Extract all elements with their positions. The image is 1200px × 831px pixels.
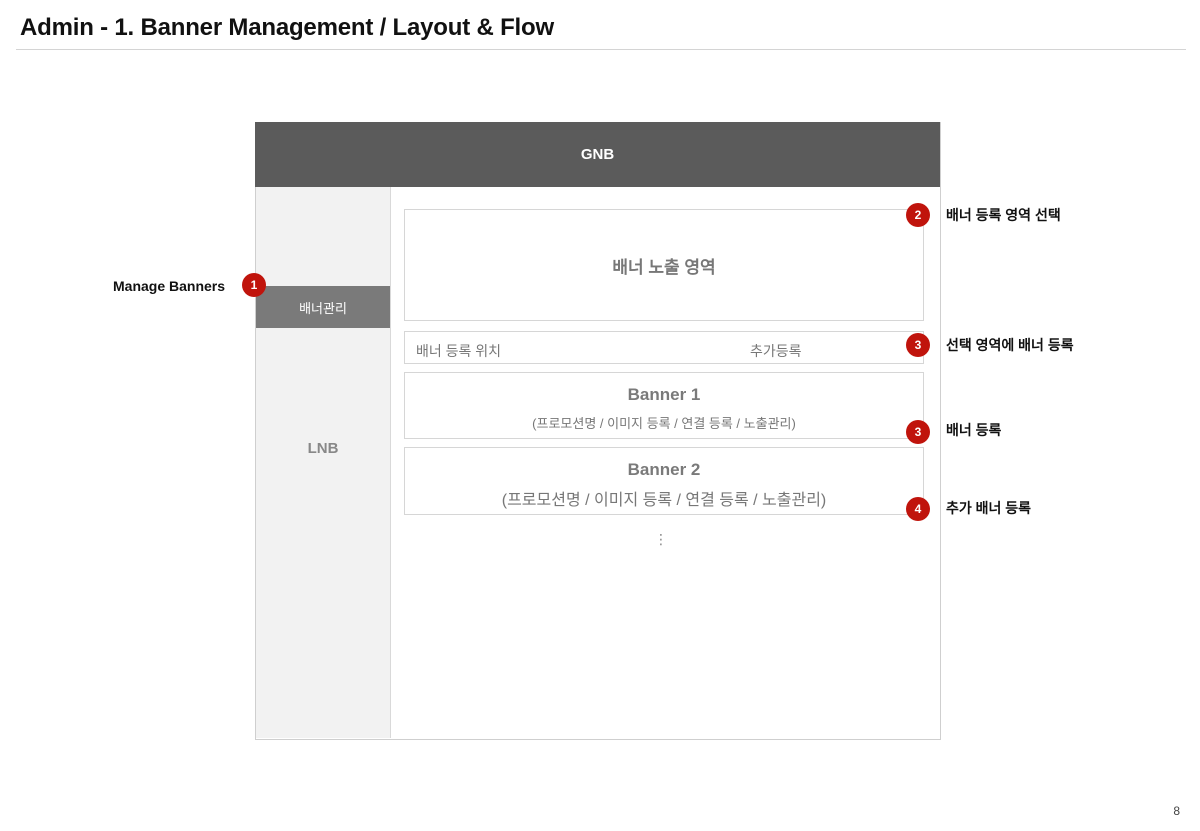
banner-exposure-area[interactable]: 배너 노출 영역 bbox=[404, 209, 924, 321]
banner-card[interactable]: Banner 2 (프로모션명 / 이미지 등록 / 연결 등록 / 노출관리) bbox=[404, 447, 924, 515]
gnb-bar: GNB bbox=[255, 122, 940, 187]
registration-position-label: 배너 등록 위치 bbox=[416, 343, 502, 359]
lnb-label: LNB bbox=[307, 440, 339, 457]
lnb-item-banner-management[interactable]: 배너관리 bbox=[256, 286, 390, 328]
page-title: Admin - 1. Banner Management / Layout & … bbox=[20, 14, 554, 41]
callout-label-3b: 배너 등록 bbox=[946, 422, 1002, 438]
callout-label-3a: 선택 영역에 배너 등록 bbox=[946, 337, 1074, 353]
banner-exposure-area-label: 배너 노출 영역 bbox=[612, 257, 716, 277]
lnb-panel bbox=[256, 187, 391, 738]
callout-label-2: 배너 등록 영역 선택 bbox=[946, 207, 1061, 223]
callout-badge-4: 4 bbox=[906, 497, 930, 521]
callout-label-4: 추가 배너 등록 bbox=[946, 500, 1032, 516]
banner-card[interactable]: Banner 1 (프로모션명 / 이미지 등록 / 연결 등록 / 노출관리) bbox=[404, 372, 924, 439]
callout-badge-1: 1 bbox=[242, 273, 266, 297]
banner-card-subtitle: (프로모션명 / 이미지 등록 / 연결 등록 / 노출관리) bbox=[532, 416, 796, 431]
page-number: 8 bbox=[1173, 804, 1180, 818]
banner-card-title: Banner 1 bbox=[627, 385, 701, 404]
callout-badge-3b: 3 bbox=[906, 420, 930, 444]
add-registration-button[interactable]: 추가등록 bbox=[750, 343, 802, 359]
title-divider bbox=[16, 49, 1186, 50]
lnb-item-label: 배너관리 bbox=[299, 300, 347, 316]
more-indicator: ⋮ bbox=[654, 531, 668, 547]
callout-badge-2: 2 bbox=[906, 203, 930, 227]
gnb-label: GNB bbox=[580, 146, 615, 163]
banner-card-subtitle: (프로모션명 / 이미지 등록 / 연결 등록 / 노출관리) bbox=[501, 492, 827, 509]
callout-label-1: Manage Banners bbox=[113, 278, 226, 294]
callout-badge-3a: 3 bbox=[906, 333, 930, 357]
banner-registration-bar: 배너 등록 위치 추가등록 bbox=[404, 331, 924, 364]
banner-card-title: Banner 2 bbox=[627, 460, 701, 479]
